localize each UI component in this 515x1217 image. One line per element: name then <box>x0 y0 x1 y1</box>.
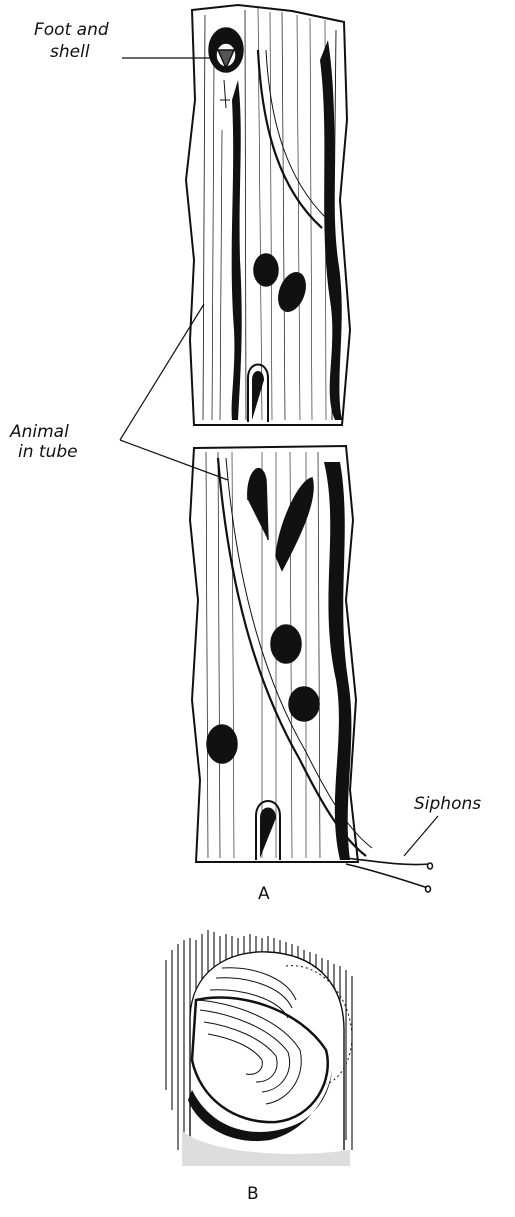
wood-segment-lower <box>190 446 433 892</box>
leader-siphons <box>404 816 438 856</box>
label-animal-in-tube-line2: in tube <box>18 444 78 461</box>
figure-letter-b: B <box>247 1186 259 1203</box>
shell-closeup <box>166 930 352 1166</box>
label-foot-and-shell-line1: Foot and <box>34 22 109 39</box>
label-animal-in-tube-line1: Animal <box>10 424 69 441</box>
wood-segment-upper <box>186 5 350 425</box>
label-siphons: Siphons <box>414 796 481 813</box>
figure-letter-a: A <box>258 886 270 903</box>
label-foot-and-shell-line2: shell <box>50 44 90 61</box>
